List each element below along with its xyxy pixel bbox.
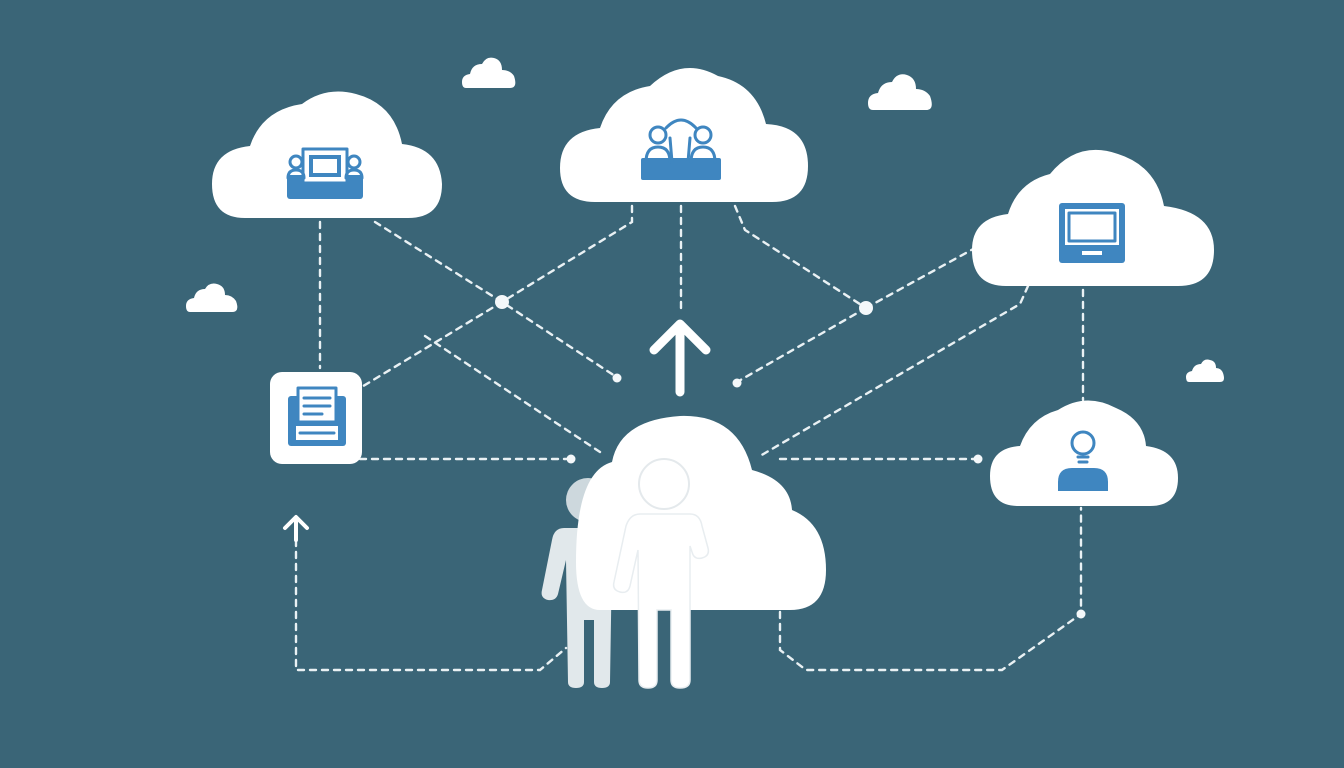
small-cloud-icon [1186,359,1224,382]
document-tile [270,372,362,464]
connector-line [423,334,602,454]
cloud-node-monitor [972,149,1214,286]
junction-dot [495,295,509,309]
cloud-node-main [541,415,826,689]
connector-line [758,284,1030,458]
small-cloud-icon [462,57,516,88]
lightbulb-person-icon [1058,430,1108,491]
connector-line [294,538,568,672]
junction-dots [495,295,1086,619]
workstation-icon [286,147,364,199]
junction-dot [732,378,742,388]
team-meeting-icon [641,118,721,180]
cloud-shape [560,68,808,202]
connector-lines [294,204,1085,672]
cloud-node-team [560,68,808,202]
junction-dot [859,301,873,315]
cloud-node-workstation [212,91,442,218]
cloud-node-idea [990,400,1178,506]
document-printer-icon [288,386,346,446]
connector-line [358,204,634,390]
monitor-icon [1059,203,1125,263]
connector-line [735,306,868,384]
connector-line [864,246,977,310]
junction-dot [566,454,576,464]
junction-dot [1076,609,1086,619]
small-cloud-icon [868,74,932,110]
junction-dot [612,373,622,383]
connector-line [733,204,868,310]
decorative-clouds [186,57,1224,382]
small-up-arrow [283,515,309,542]
people-icon [541,458,710,689]
connector-line [778,506,1083,672]
junction-dot [973,454,983,464]
up-arrow [649,319,711,397]
small-cloud-icon [186,283,238,312]
